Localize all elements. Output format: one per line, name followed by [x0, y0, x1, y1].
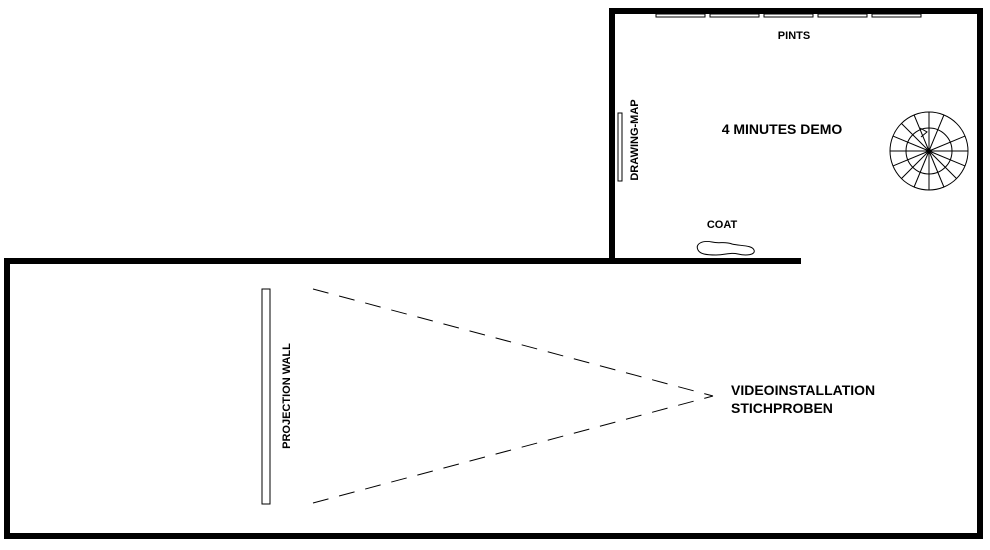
- drawing-map-board: [617, 112, 623, 182]
- pints-shelf: [655, 13, 922, 18]
- upper-room-walls: [609, 8, 983, 539]
- projection-wall-label: PROJECTION WALL: [281, 343, 293, 449]
- demo-label: 4 MINUTES DEMO: [722, 121, 843, 137]
- lower-room-walls: [4, 258, 983, 539]
- video-installation-label: VIDEOINSTALLATION: [731, 382, 875, 398]
- projection-cone-top: [312, 288, 714, 397]
- video-installation-subtitle: STICHPROBEN: [731, 400, 833, 416]
- projection-wall: [261, 288, 271, 505]
- coat-shape-icon: [696, 241, 755, 256]
- pints-label: PINTS: [778, 30, 810, 42]
- spiral-staircase-icon: [889, 111, 969, 191]
- coat-label: COAT: [707, 219, 738, 231]
- pint-3: [763, 13, 814, 18]
- pint-1: [655, 13, 706, 18]
- walls: [4, 8, 983, 539]
- pint-5: [871, 13, 922, 18]
- pint-2: [709, 13, 760, 18]
- pint-4: [817, 13, 868, 18]
- drawing-map-label: DRAWING-MAP: [629, 99, 641, 180]
- projection-cone-bottom: [312, 395, 714, 504]
